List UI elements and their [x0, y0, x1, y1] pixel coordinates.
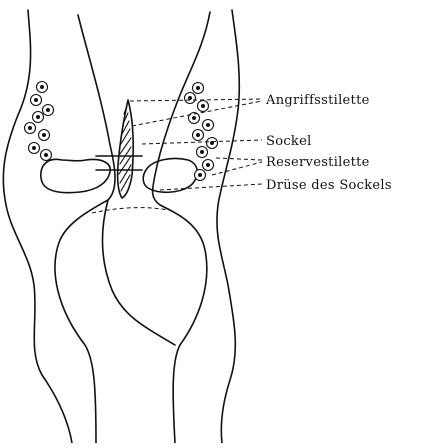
- leader-base: [142, 140, 262, 144]
- left-body-wall: [3, 10, 72, 443]
- leader-reserve-2: [212, 162, 262, 175]
- label-base: Sockel: [266, 134, 312, 149]
- right-inner-wall: [153, 12, 210, 443]
- leader-gland: [160, 184, 262, 190]
- gland-left-lobe: [41, 159, 110, 192]
- neck-dashed-line: [92, 208, 168, 213]
- right-reserve-stylets: [185, 83, 218, 181]
- leader-reserve-1: [216, 158, 262, 160]
- gland-right-lobe: [143, 158, 197, 192]
- right-body-wall: [217, 10, 239, 443]
- left-inner-wall: [55, 15, 115, 443]
- label-base-gland: Drüse des Sockels: [266, 178, 392, 193]
- leader-attack-1: [130, 99, 262, 101]
- stylet-hatching: [119, 106, 131, 191]
- label-reserve-stylets: Reservestilette: [266, 155, 370, 170]
- label-attack-stylets: Angriffsstilette: [265, 93, 370, 108]
- left-reserve-stylets: [25, 82, 54, 161]
- lumen-bulb: [102, 200, 175, 345]
